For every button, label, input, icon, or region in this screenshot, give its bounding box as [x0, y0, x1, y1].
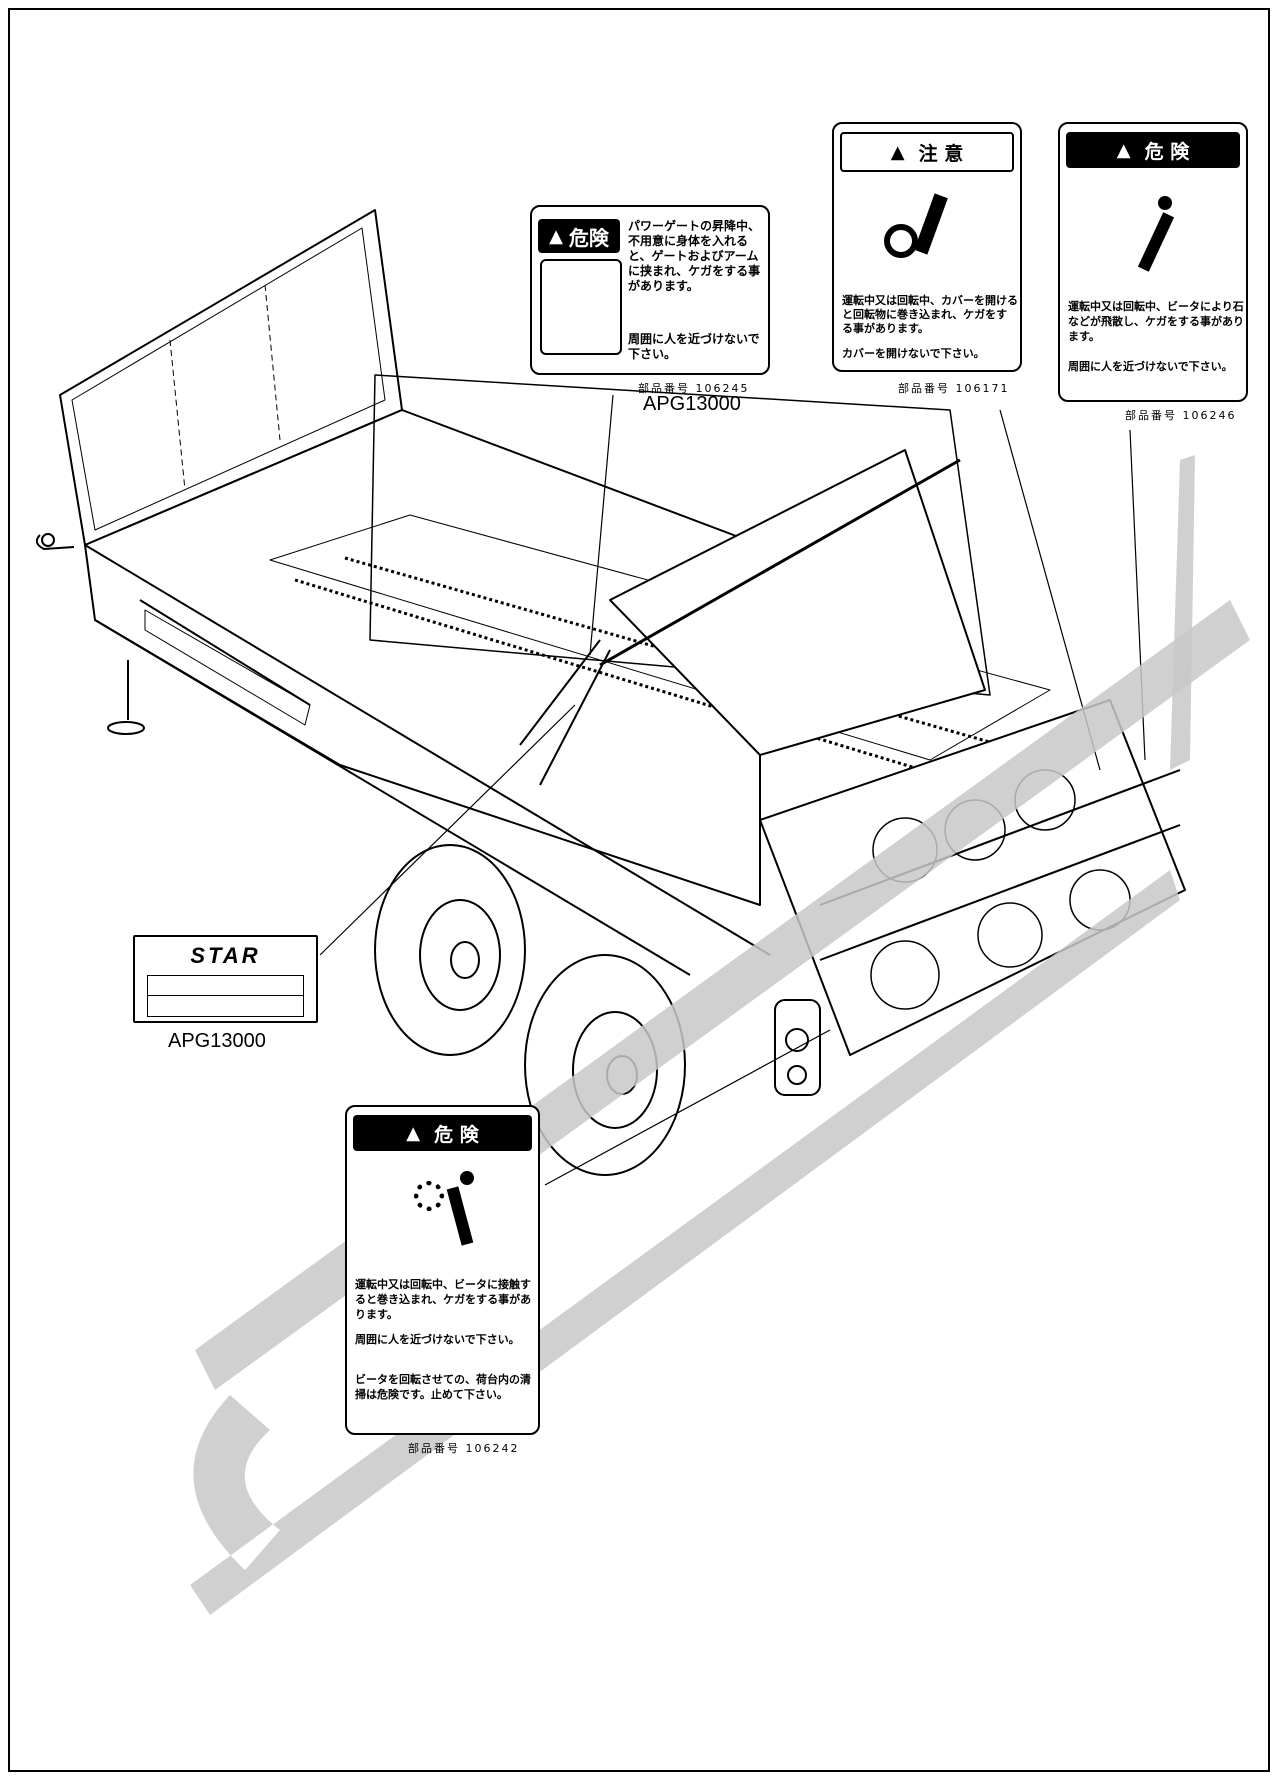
label-note-2: ビータを回転させての、荷台内の清掃は危険です。止めて下さい。	[355, 1373, 531, 1401]
page-border	[8, 8, 1270, 1772]
label-note: 周囲に人を近づけないで下さい。	[1068, 360, 1233, 373]
wheel-front	[374, 844, 526, 1056]
danger-heading: ▲ 危 険	[353, 1115, 532, 1151]
watermark-shape	[190, 600, 1250, 1615]
label-cover-caution: ▲ 注 意 運転中又は回転中、カバーを開けると回転物に巻き込まれ、ケガをする事が…	[832, 122, 1022, 372]
gate-panel	[609, 449, 986, 756]
label-note: 周囲に人を近づけないで下さい。	[355, 1333, 520, 1346]
warning-triangle-icon: ▲	[1116, 139, 1131, 161]
star-logo: STAR	[190, 943, 261, 968]
label-text: パワーゲートの昇降中、不用意に身体を入れると、ゲートおよびアームに挟まれ、ケガを…	[628, 219, 761, 293]
label-beater-contact: ▲ 危 険 運転中又は回転中、ビータに接触すると巻き込まれ、ケガをする事がありま…	[345, 1105, 540, 1435]
model-label: APG13000	[643, 393, 741, 415]
beater-hazard-icon	[392, 1167, 502, 1267]
entanglement-icon	[874, 184, 984, 274]
power-gate	[369, 374, 991, 696]
label-text: 運転中又は回転中、カバーを開けると回転物に巻き込まれ、ケガをする事があります。	[842, 294, 1018, 335]
label-text: 運転中又は回転中、ビータに接触すると巻き込まれ、ケガをする事があります。	[355, 1278, 532, 1321]
warning-triangle-icon: ▲	[890, 141, 905, 163]
label-note: カバーを開けないで下さい。	[842, 347, 985, 360]
warning-triangle-icon: ▲	[406, 1122, 421, 1144]
flying-debris-icon	[1100, 184, 1210, 294]
part-number: 部品番号 106246	[1125, 409, 1237, 422]
beater-frame	[759, 699, 1186, 1056]
warning-triangle-icon: ▲	[549, 225, 563, 247]
part-number: 部品番号 106171	[898, 382, 1010, 395]
label-flying-stones: ▲ 危 険 運転中又は回転中、ビータにより石などが飛散し、ケガをする事があります…	[1058, 122, 1248, 402]
label-power-gate: ▲ 危険 パワーゲートの昇降中、不用意に身体を入れると、ゲートおよびアームに挟ま…	[530, 205, 770, 375]
warning-heading: ▲ 危険	[538, 219, 620, 253]
label-star-plate: STAR	[133, 935, 318, 1023]
part-number: 部品番号 106242	[408, 1442, 520, 1455]
label-text: 運転中又は回転中、ビータにより石などが飛散し、ケガをする事があります。	[1068, 300, 1244, 343]
caution-heading: ▲ 注 意	[840, 132, 1014, 172]
danger-heading: ▲ 危 険	[1066, 132, 1240, 168]
pinch-hazard-icon	[540, 259, 622, 355]
model-label: APG13000	[168, 1030, 266, 1052]
part-number: 部品番号 106245	[638, 382, 750, 395]
label-note: 周囲に人を近づけないで下さい。	[628, 332, 760, 361]
